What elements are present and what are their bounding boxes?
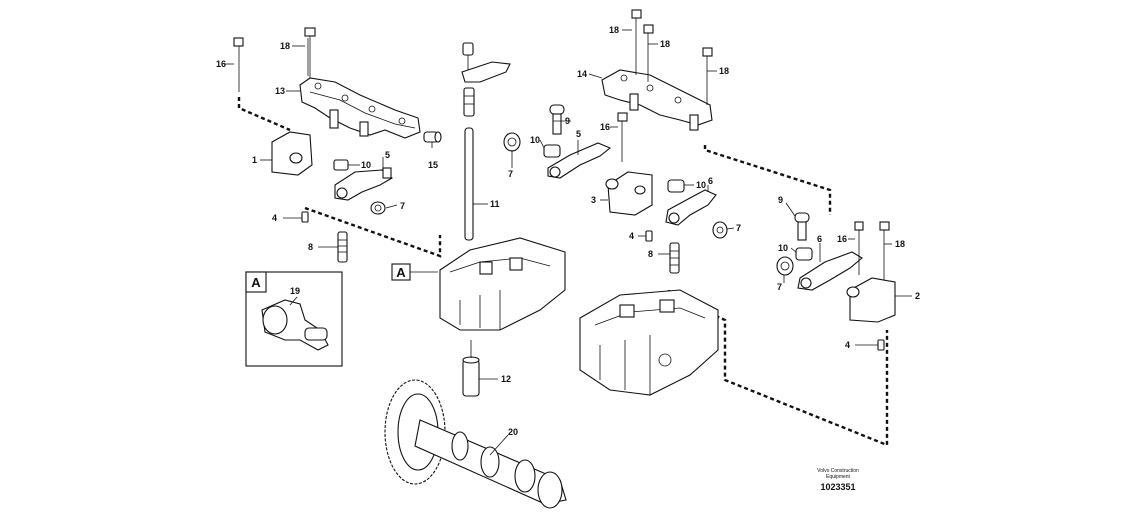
bolt-17-right [631,9,642,75]
bearing-block-1 [271,131,313,176]
washer-7-right [776,256,794,276]
callout-16-right: 16 [837,234,847,244]
nut-10-left [333,159,349,171]
rocker-top-center [461,42,511,83]
callout-5-left: 5 [385,150,390,160]
callout-20: 20 [508,427,518,437]
screw-8-left [337,231,348,263]
callout-10-center: 10 [530,135,540,145]
callout-10-right: 10 [778,243,788,253]
callout-15: 15 [428,160,438,170]
rocker-arm-5-center [547,142,612,179]
detail-a-box: A [245,271,343,367]
callout-8-left: 8 [308,242,313,252]
rocker-arm-5-left [334,167,393,201]
callout-10-center-right: 10 [696,180,706,190]
bolt-18-right-lower [879,221,890,285]
bolt-16-right [854,221,864,275]
camshaft-20 [384,379,567,509]
callout-10-left: 10 [361,160,371,170]
callout-3: 3 [591,195,596,205]
callout-1: 1 [252,155,257,165]
callout-4-left: 4 [272,213,277,223]
callout-7-left: 7 [400,201,405,211]
push-rod-11 [464,127,474,241]
tappet-12 [462,340,480,397]
callout-5-center: 5 [576,129,581,139]
callout-14: 14 [577,69,587,79]
company-line-2: Equipment [826,474,851,480]
callout-18-right-upper: 18 [660,39,670,49]
callouts: 16 18 13 1 10 5 15 7 4 8 11 12 20 19 18 … [216,25,920,437]
callout-16-center: 16 [600,122,610,132]
bolt-18-right-upper [643,24,654,82]
nut-10-center [543,144,561,158]
screw-9-center [549,104,565,135]
callout-6-right: 6 [817,234,822,244]
pin-4-left [301,211,309,223]
callout-13: 13 [275,86,285,96]
callout-4-center: 4 [629,231,634,241]
callout-9-right: 9 [778,195,783,205]
nut-10-right [795,247,813,261]
cylinder-head-center [439,237,566,331]
callout-7-center-right: 7 [736,223,741,233]
pin-4-center [645,230,653,242]
bolt-18-far-right [702,47,713,105]
rocker-arm-6-right [797,251,863,291]
callout-9-center: 9 [565,116,570,126]
view-tag-a: A [391,263,438,281]
callout-19: 19 [290,286,300,296]
callout-8-center: 8 [648,249,653,259]
rocker-bridge-14 [601,69,713,131]
callout-7-right: 7 [777,282,782,292]
screw-8-center [669,242,680,274]
callout-17-left: 18 [280,41,290,51]
footer-block: Volvo Construction Equipment 1023351 [817,468,859,492]
leader-lines [224,29,912,456]
bolt-16-center [617,112,628,162]
company-line-1: Volvo Construction [817,468,859,474]
cylinder-head-right [579,289,719,396]
callout-4-right: 4 [845,340,850,350]
bolt-16-left [233,37,244,92]
detail-a-label: A [251,275,261,290]
drawing-number: 1023351 [820,482,855,492]
callout-2: 2 [915,291,920,301]
bearing-block-3 [605,171,653,216]
sleeve-15 [423,131,442,143]
bearing-block-2 [846,277,896,323]
callout-12: 12 [501,374,511,384]
washer-7-center-left [503,132,521,152]
screw-9-right [794,212,810,241]
callout-17-right: 18 [609,25,619,35]
view-tag-a-label: A [396,265,406,280]
washer-7-center-right [712,221,728,239]
rocker-arm-6-center [665,189,717,226]
nut-10-center-right [667,179,685,193]
bolt-17-left [304,27,316,78]
spring-upper [463,87,475,117]
rocker-bridge-13 [299,77,421,139]
callout-18-right-lower: 18 [895,239,905,249]
washer-7-left [370,201,386,215]
callout-18-far-right: 18 [719,66,729,76]
callout-11: 11 [490,199,500,209]
pin-4-right [877,339,885,351]
callout-16-left: 16 [216,59,226,69]
callout-7-center-left: 7 [508,169,513,179]
callout-6-center: 6 [708,176,713,186]
assembly-dash-lines [237,97,889,447]
